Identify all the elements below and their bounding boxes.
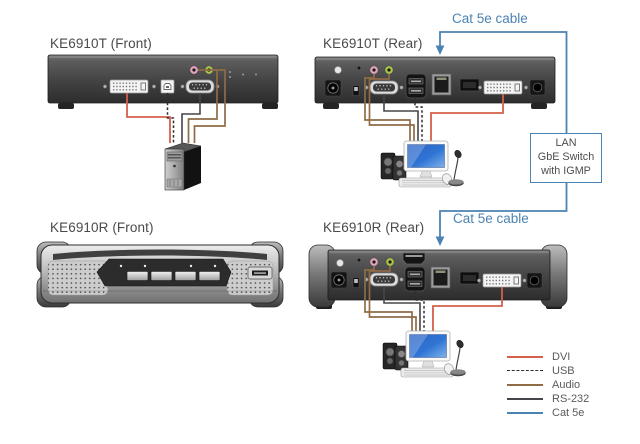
left-grille [47,260,109,296]
device-foot [531,103,547,109]
device-foot [323,103,339,109]
usb-ports [405,73,427,99]
audio-jack-mic [369,257,379,267]
legend-label: USB [552,364,575,377]
sfp-port [459,271,480,285]
legend-item-rs232: RS-232 [507,392,590,405]
microphone-icon [450,339,466,377]
arrow-down-icon [435,45,445,55]
legend-label: DVI [552,350,571,363]
hdmi-port [402,252,426,265]
usb-ports [404,266,426,292]
audio-jack-line [204,65,214,75]
panel-leds [119,264,217,268]
rj45-port [431,73,452,96]
pinhole [357,66,361,70]
rx-rear-label: KE6910R (Rear) [323,220,425,235]
led-indicators [229,71,257,78]
legend-label: Audio [552,378,581,391]
reset-button [334,66,342,74]
power-connector [529,79,546,96]
top-band [53,249,267,260]
rj45-port [430,266,451,289]
legend-swatch-rs232 [507,397,543,400]
microphone-icon [448,149,464,187]
ke6910r-front-device [36,241,284,308]
console-setup-bottom [382,330,466,378]
dvi-port [103,79,156,94]
speakers-icon [380,152,407,181]
monitor-icon [405,330,451,368]
legend-swatch-usb [507,370,543,372]
switch-box-line2: GbE Switch [537,151,595,163]
cat5e-cable-label-top: Cat 5e cable [452,11,528,26]
switch-box-line3: with IGMP [541,165,591,177]
legend-label: RS-232 [552,392,590,405]
legend: DVI USB Audio RS-232 Cat 5e [507,351,589,421]
audio-jack-line [384,65,394,75]
rx-front-label: KE6910R (Front) [50,220,154,235]
legend-item-usb: USB [507,364,589,377]
legend-label: Cat 5e [552,406,585,419]
legend-item-audio: Audio [507,378,589,391]
reset-button [336,259,344,267]
legend-swatch-audio [507,383,543,386]
tx-rear-label: KE6910T (Rear) [323,36,423,51]
power-switch [352,85,360,96]
pinhole [357,258,361,262]
ke6910t-front-device [47,54,279,109]
ke6910t-rear-device [314,56,556,109]
audio-jack-line [385,257,395,267]
power-switch [352,277,360,288]
device-foot [262,103,278,109]
monitor-icon [403,140,449,178]
panel-buttons [126,271,221,281]
power-jack [330,271,348,289]
audio-jack-mic [369,65,379,75]
tx-front-label: KE6910T (Front) [50,36,152,51]
dvi-port [477,273,527,288]
usb-port [247,266,273,280]
ke6910r-rear-device [308,244,568,309]
power-connector [526,272,543,289]
power-jack [324,79,342,97]
legend-swatch-cat5e [507,411,543,414]
console-setup-top [380,140,464,188]
speakers-icon [382,342,409,371]
computer-tower [164,142,202,191]
usb-b-port [160,79,175,94]
device-foot [58,103,74,109]
dvi-port [478,80,528,95]
lan-gbe-switch-box: LAN GbE Switch with IGMP [530,133,602,183]
audio-jack-mic [189,65,199,75]
switch-box-line1: LAN [555,137,577,149]
legend-item-dvi: DVI [507,350,589,363]
legend-swatch-dvi [507,355,543,358]
sfp-port [459,78,480,92]
legend-item-cat5e: Cat 5e [507,406,589,419]
cat5e-cable-label-bottom: Cat 5e cable [453,211,529,226]
